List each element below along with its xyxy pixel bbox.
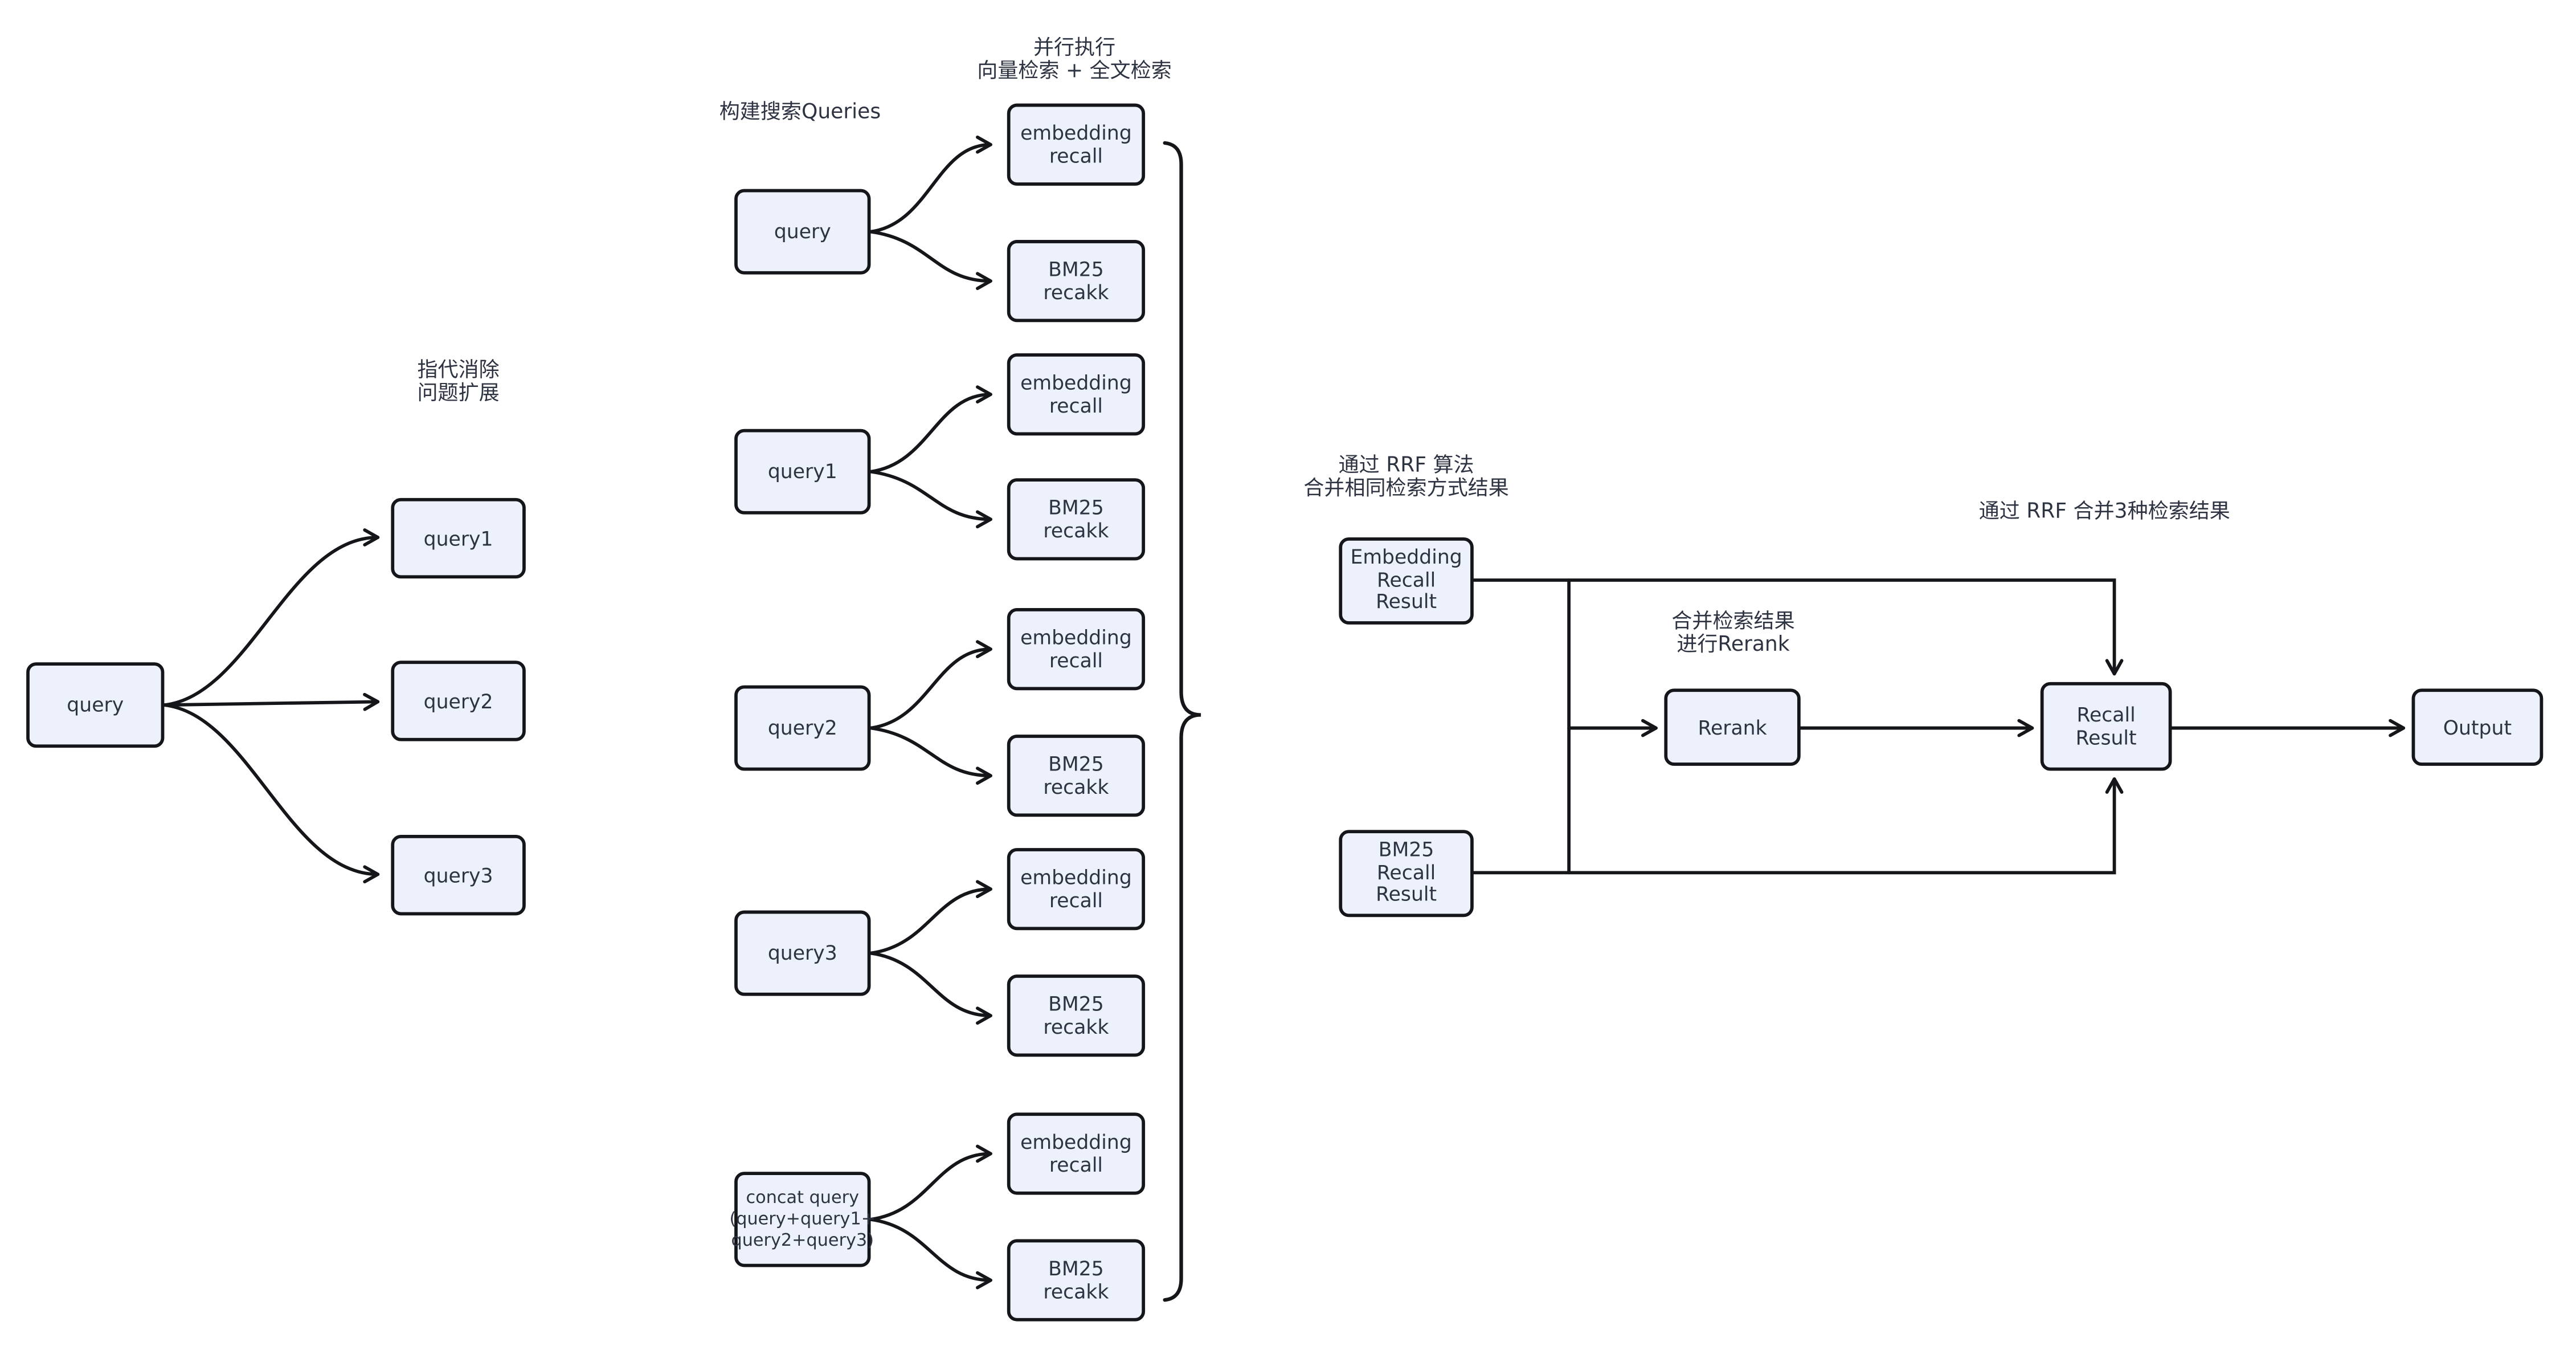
label-coref-expansion: 指代消除 问题扩展: [417, 356, 500, 405]
node-embedding-recall-3: embedding recall: [1007, 848, 1146, 931]
arrow-src0-to-bm25: [869, 230, 992, 290]
node-bm25-recall-2: BM25 recakk: [1007, 735, 1146, 817]
node-embedding-recall-1: embedding recall: [1007, 353, 1146, 436]
arrow-src0-to-embedding: [869, 135, 992, 234]
node-search-query: query: [734, 189, 871, 275]
node-rerank: Rerank: [1664, 688, 1801, 766]
arrow-src4-to-bm25: [869, 1217, 992, 1290]
gather-brace: [1163, 141, 1201, 1302]
node-bm25-recall-0: BM25 recakk: [1007, 240, 1146, 323]
node-search-query3: query3: [734, 910, 871, 996]
node-search-query2: query2: [734, 685, 871, 771]
arrow-src1-to-embedding: [869, 385, 992, 474]
line-embedding-result-to-recall-top: [1471, 578, 2124, 676]
label-build-queries: 构建搜索Queries: [719, 99, 881, 124]
line-bm25-result-to-recall-bottom: [1471, 777, 2124, 875]
node-embedding-recall-4: embedding recall: [1007, 1112, 1146, 1195]
node-bm25-recall-4: BM25 recakk: [1007, 1239, 1146, 1322]
label-merge-rerank: 合并检索结果 进行Rerank: [1671, 608, 1795, 656]
node-query3: query3: [391, 835, 526, 916]
node-bm25-recall-1: BM25 recakk: [1007, 478, 1146, 561]
label-rrf-merge-three: 通过 RRF 合并3种检索结果: [1978, 497, 2230, 523]
node-query: query: [26, 662, 165, 748]
arrow-query-to-query1: [162, 528, 380, 707]
node-search-query1: query1: [734, 429, 871, 515]
node-query1: query1: [391, 497, 526, 579]
arrow-src3-to-embedding: [869, 880, 992, 955]
arrow-src4-to-embedding: [869, 1144, 992, 1221]
node-query2: query2: [391, 660, 526, 741]
node-recall-result: Recall Result: [2040, 682, 2172, 771]
node-concat-query: concat query (query+query1+ query2+query…: [729, 1172, 876, 1267]
arrow-src2-to-bm25: [869, 726, 992, 785]
node-bm25-recall-result: BM25 Recall Result: [1339, 830, 1474, 917]
label-parallel-exec: 并行执行 向量检索 + 全文检索: [977, 34, 1172, 83]
arrow-src3-to-bm25: [869, 951, 992, 1025]
arrow-query-to-query2: [162, 692, 380, 711]
label-rrf-merge-same: 通过 RRF 算法 合并相同检索方式结果: [1303, 452, 1509, 500]
node-embedding-recall-0: embedding recall: [1007, 103, 1146, 186]
arrow-src1-to-bm25: [869, 470, 992, 529]
node-embedding-recall-result: Embedding Recall Result: [1339, 537, 1474, 625]
arrow-src2-to-embedding: [869, 640, 992, 730]
arrow-query-to-query3: [162, 703, 380, 884]
node-embedding-recall-2: embedding recall: [1007, 608, 1146, 691]
node-output: Output: [2411, 688, 2544, 766]
node-bm25-recall-3: BM25 recakk: [1007, 974, 1146, 1057]
